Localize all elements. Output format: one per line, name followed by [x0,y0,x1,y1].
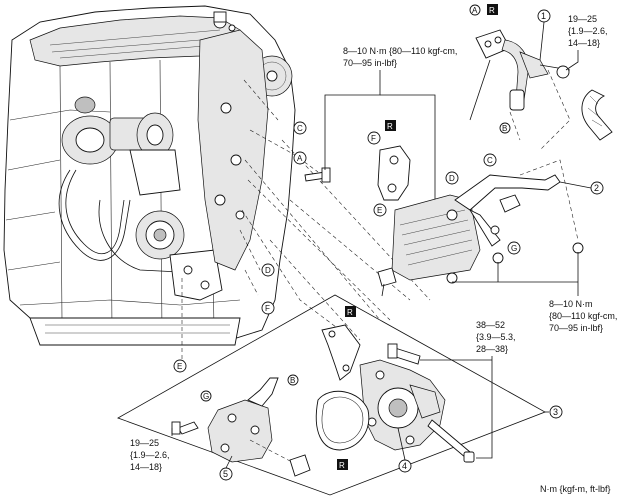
callout-b-top-text: B [502,124,507,133]
callout-3 [549,405,563,419]
replace-marker-top-text: R [489,6,495,15]
replace-marker-gasket [385,120,396,131]
torque-top-center-line1: 8—10 N·m {80—110 kgf-cm, [343,46,457,56]
torque-pump-right-line3: 28—38} [476,344,508,354]
torque-pump-right-line1: 38—52 [476,320,505,330]
replace-marker-pump-bottom [337,459,348,470]
engine-reference-lines [181,79,431,360]
units-note: N·m {kgf-m, ft-lbf} [540,484,611,494]
callout-d-cooler-text: D [449,174,455,183]
callout-e-cooler-text: E [377,206,382,215]
callout-c-cooler [483,153,497,167]
water-pump-parts: R 4 R G B 5 [171,306,475,481]
callout-d-engine [261,263,275,277]
callout-e-cooler [373,203,387,217]
torque-bottom-left-line1: 19—25 [130,438,159,448]
engine-block [3,5,296,346]
torque-bottom-left-line2: {1.9—2.6, [130,450,170,460]
torque-top-right-line2: {1.9—2.6, [568,26,608,36]
callout-c-engine [293,121,307,135]
torque-bottom-left: 19—25 {1.9—2.6, 14—18} [130,428,173,472]
callout-1-text: 1 [541,11,546,21]
torque-top-center: 8—10 N·m {80—110 kgf-cm, 70—95 in-lbf} [324,46,457,210]
torque-pump-right: 38—52 {3.9—5.3, 28—38} [420,320,516,459]
callout-f-cooler [367,131,381,145]
callout-c-cooler-text: C [487,156,493,165]
callout-e-engine [173,359,187,373]
callout-a-engine-text: A [297,154,303,163]
callout-d-engine-text: D [265,266,271,275]
replace-marker-top [487,4,498,15]
callout-5-text: 5 [223,469,228,479]
top-pipe-assembly: A R 1 B [469,4,613,151]
callout-a-top [469,4,481,16]
torque-top-right-line1: 19—25 [568,14,597,24]
callout-3-text: 3 [553,407,558,417]
torque-right-middle-line1: 8—10 N·m [549,299,593,309]
callout-g-pump-text: G [203,392,209,401]
torque-top-center-line2: 70—95 in-lbf} [343,58,397,68]
oil-cooler: R F E C D G 2 [367,120,604,297]
replace-marker-pump-top-text: R [347,308,353,317]
torque-top-right: 19—25 {1.9—2.6, 14—18} [565,14,608,71]
callout-g-pump [200,390,212,402]
torque-top-right-line3: 14—18} [568,38,600,48]
callout-b-pump [287,374,299,386]
bolt-a [304,167,331,183]
torque-bottom-left-line3: 14—18} [130,462,162,472]
callout-f-cooler-text: F [371,134,376,143]
callout-b-pump-text: B [290,376,295,385]
torque-right-middle-line2: {80—110 kgf-cm, [549,311,617,321]
replace-marker-gasket-text: R [387,122,393,131]
callout-e-engine-text: E [177,362,182,371]
callout-g-cooler-text: G [511,244,517,253]
callout-a-engine [293,151,307,165]
torque-right-middle-line3: 70—95 in-lbf} [549,323,603,333]
callout-g-cooler [507,241,521,255]
water-pump-detail-box: 3 [117,294,563,496]
callout-f-engine-text: F [265,304,270,313]
replace-marker-pump-bottom-text: R [339,461,345,470]
callout-f-engine [261,301,275,315]
callout-d-cooler [445,171,459,185]
torque-pump-right-line2: {3.9—5.3, [476,332,516,342]
callout-2-text: 2 [594,183,599,193]
callout-a-top-text: A [472,6,478,15]
engine-callouts: C A D F E [173,121,307,373]
callout-4-text: 4 [402,461,407,471]
torque-right-middle: 8—10 N·m {80—110 kgf-cm, 70—95 in-lbf} [452,252,617,333]
callout-c-engine-text: C [297,124,303,133]
callout-b-top [499,122,511,134]
replace-marker-pump-top [345,306,356,317]
